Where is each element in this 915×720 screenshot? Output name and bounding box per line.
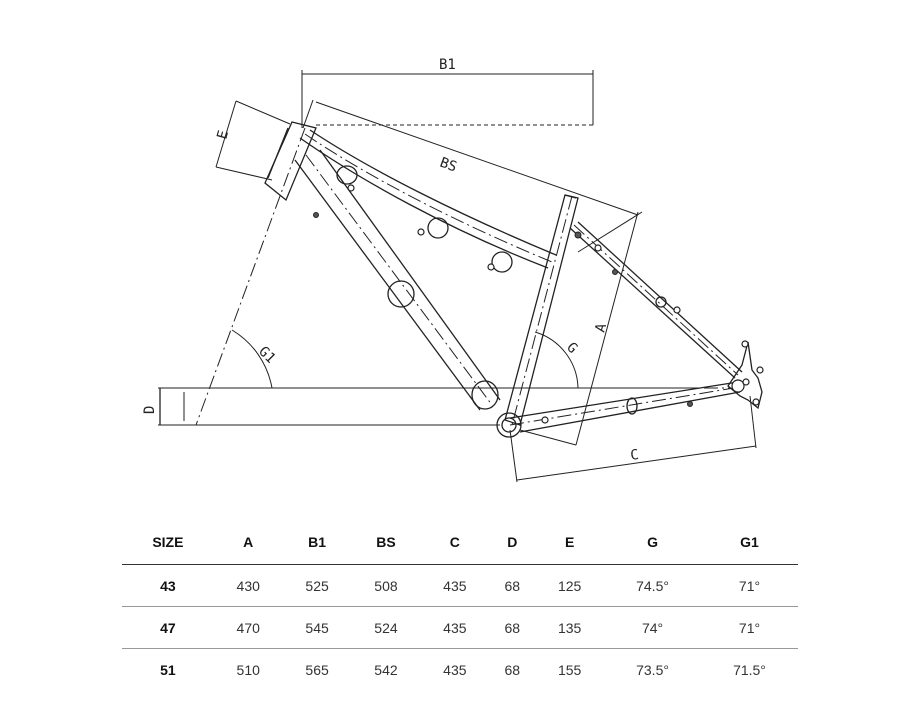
- down-tube: [294, 149, 501, 411]
- table-cell: 435: [443, 661, 467, 678]
- seat-stay: [569, 221, 743, 379]
- c-dimension: C: [509, 395, 757, 483]
- table-cell: 71.5°: [733, 661, 766, 678]
- e-dimension: E: [214, 100, 291, 181]
- g1-angle: G1: [231, 329, 278, 389]
- d-label: D: [142, 406, 158, 414]
- top-tube: [299, 129, 557, 273]
- e-label: E: [214, 129, 232, 141]
- table-cell: 74.5°: [604, 564, 701, 607]
- table-cell: 68: [504, 661, 521, 678]
- header-c: C: [420, 520, 490, 565]
- bottom-bracket: [496, 412, 522, 438]
- table-cell: 435: [420, 606, 490, 649]
- g-label: G: [563, 340, 580, 357]
- table-cell: 508: [351, 564, 421, 607]
- header-size: SIZE: [122, 520, 214, 565]
- chain-stay: [509, 381, 741, 433]
- g1-label: G1: [255, 344, 278, 367]
- table-cell: 68: [489, 564, 536, 607]
- table-cell-size: 47: [122, 606, 214, 649]
- geometry-table: SIZE A B1 BS C D E G G1 43 430 525 508 4…: [122, 520, 798, 690]
- header-g: G: [604, 520, 701, 565]
- header-g1: G1: [701, 520, 798, 565]
- header-a: A: [213, 520, 283, 565]
- table-cell: 155: [557, 661, 582, 678]
- table-cell: 565: [305, 661, 329, 678]
- header-b1: B1: [282, 520, 352, 565]
- table-cell: 125: [535, 564, 605, 607]
- header-e: E: [535, 520, 605, 565]
- table-cell: 135: [535, 606, 605, 649]
- seat-tube: [504, 194, 579, 426]
- table-cell: 470: [213, 606, 283, 649]
- table-cell: 524: [351, 606, 421, 649]
- c-label: C: [629, 447, 640, 464]
- table-cell: 545: [282, 606, 352, 649]
- table-cell: 68: [489, 606, 536, 649]
- table-row: 51 510 565 542 435 68 155 73.5° 71.5°: [122, 649, 798, 691]
- table-cell: 542: [374, 661, 398, 678]
- table-cell-size: 43: [122, 564, 214, 607]
- table-cell: 73.5°: [636, 661, 669, 678]
- header-bs: BS: [351, 520, 421, 565]
- table-row: 43 430 525 508 435 68 125 74.5° 71°: [122, 564, 798, 607]
- table-cell: 71°: [701, 564, 798, 607]
- d-dimension: D: [142, 387, 700, 426]
- table-cell: 525: [282, 564, 352, 607]
- rear-dropout: [727, 340, 764, 410]
- a-label: A: [592, 321, 610, 334]
- table-cell: 435: [420, 564, 490, 607]
- table-cell-size: 51: [160, 661, 176, 678]
- table-row: 47 470 545 524 435 68 135 74° 71°: [122, 606, 798, 649]
- b1-dimension: B1: [301, 57, 594, 128]
- bs-label: BS: [438, 155, 459, 176]
- frame-geometry-diagram: B1 BS E D G1: [142, 57, 764, 483]
- bs-dimension: BS: [302, 99, 643, 253]
- steering-axis: [195, 127, 306, 426]
- table-cell: 71°: [701, 606, 798, 649]
- header-d: D: [489, 520, 536, 565]
- b1-label: B1: [439, 57, 456, 73]
- table-cell: 430: [213, 564, 283, 607]
- table-header-row: SIZE A B1 BS C D E G G1: [122, 520, 798, 565]
- table-cell: 510: [236, 661, 260, 678]
- table-cell: 74°: [604, 606, 701, 649]
- head-tube: [264, 121, 317, 202]
